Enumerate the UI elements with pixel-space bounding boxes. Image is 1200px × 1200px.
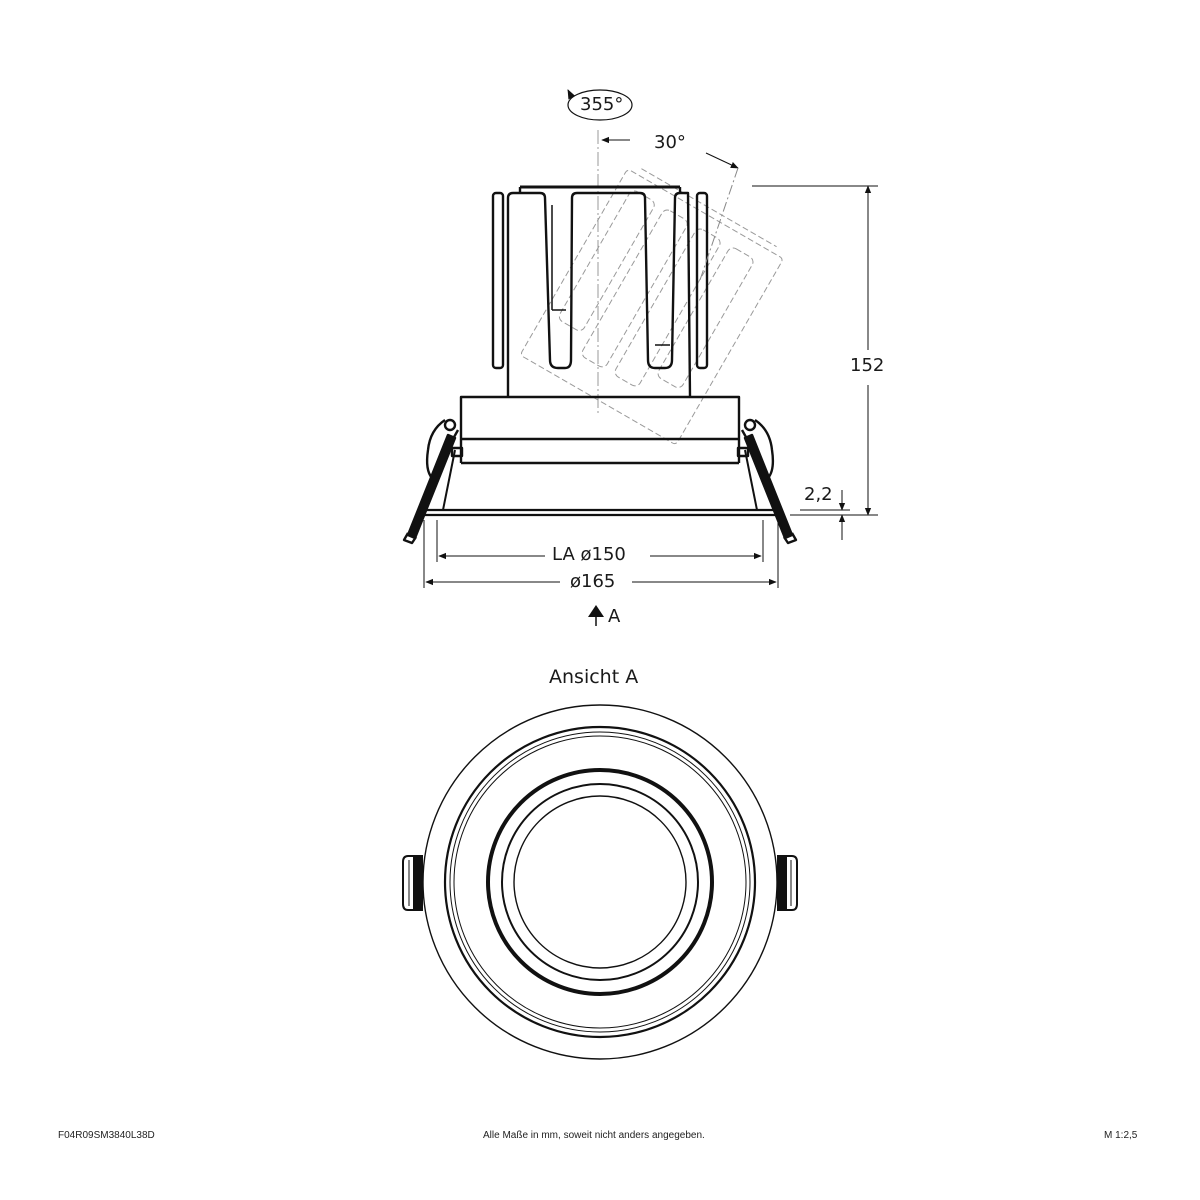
tilted-heatsink-hidden	[521, 168, 783, 445]
scale-label: M 1:2,5	[1104, 1130, 1138, 1141]
front-view-title: Ansicht A	[549, 666, 639, 688]
heatsink	[491, 185, 709, 398]
lens-ring-outer	[486, 768, 714, 996]
front-view	[402, 704, 798, 1060]
view-marker-label: A	[608, 606, 621, 627]
side-view	[402, 89, 878, 626]
lens	[513, 795, 687, 969]
spring-clip-right	[740, 418, 798, 545]
flange-dimension	[800, 490, 850, 540]
tilt-angle-label: 30°	[654, 132, 686, 153]
tilt-dimension	[601, 136, 739, 281]
flange-thickness-label: 2,2	[804, 484, 833, 505]
clip-tab-left	[402, 855, 423, 911]
housing	[420, 395, 780, 517]
dimension-note: Alle Maße in mm, soweit nicht anders ang…	[483, 1130, 705, 1141]
height-dimension	[752, 185, 878, 516]
outer-diameter-label: ø165	[570, 571, 616, 592]
rotation-label: 355°	[580, 94, 624, 115]
article-number: F04R09SM3840L38D	[58, 1130, 155, 1141]
height-label: 152	[850, 355, 885, 376]
outer-flange-ring	[422, 704, 778, 1060]
cutout-diameter-label: LA ø150	[552, 544, 626, 565]
rotation-indicator	[567, 89, 633, 121]
diameter-dimensions	[423, 520, 779, 588]
clip-tab-right	[777, 855, 798, 911]
spring-clip-left	[402, 418, 460, 545]
view-arrow-icon	[588, 605, 604, 626]
